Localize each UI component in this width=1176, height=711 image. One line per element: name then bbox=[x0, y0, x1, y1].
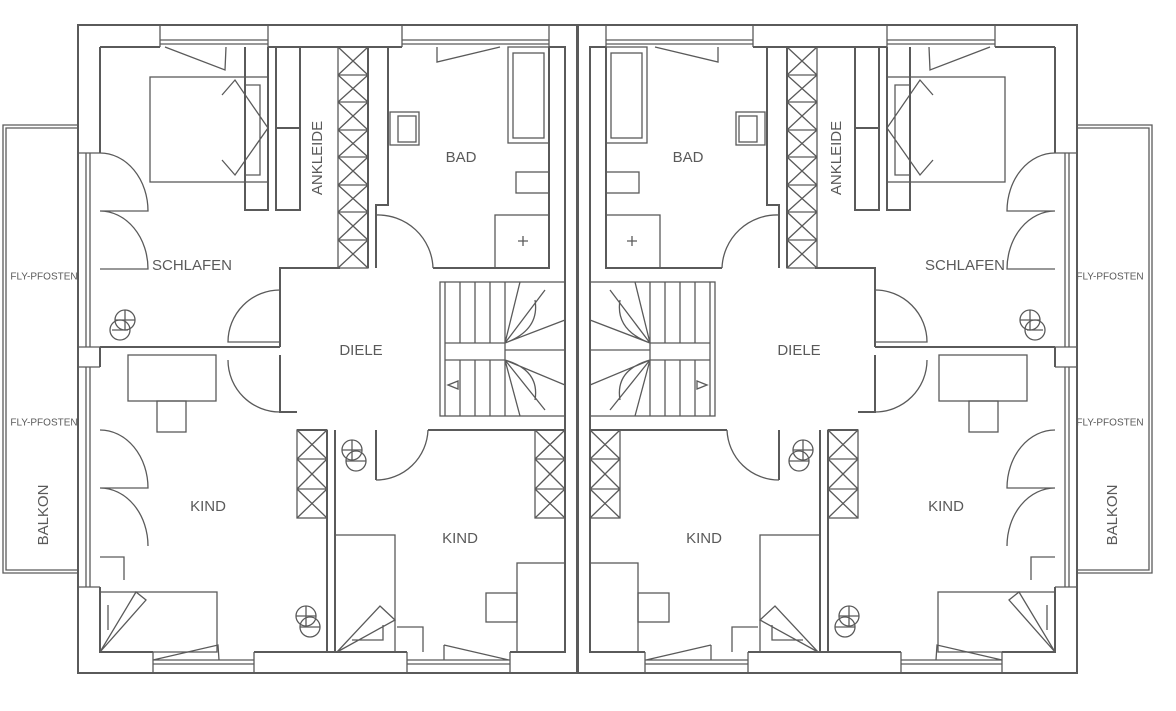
room-label-schlafen: SCHLAFEN bbox=[152, 257, 232, 274]
label-fly-pfosten: FLY-PFOSTEN bbox=[1076, 418, 1143, 429]
room-label-ankleide: ANKLEIDE bbox=[828, 121, 845, 195]
room-label-schlafen: SCHLAFEN bbox=[925, 257, 1005, 274]
room-label-ankleide: ANKLEIDE bbox=[309, 121, 326, 195]
room-label-kind: KIND bbox=[190, 498, 226, 515]
label-fly-pfosten: FLY-PFOSTEN bbox=[10, 418, 77, 429]
room-label-diele: DIELE bbox=[777, 342, 820, 359]
room-label-kind: KIND bbox=[442, 530, 478, 547]
room-label-kind: KIND bbox=[928, 498, 964, 515]
room-label-bad: BAD bbox=[673, 149, 704, 166]
room-label-kind: KIND bbox=[686, 530, 722, 547]
label-fly-pfosten: FLY-PFOSTEN bbox=[10, 272, 77, 283]
right-unit bbox=[577, 24, 1153, 674]
room-label-diele: DIELE bbox=[339, 342, 382, 359]
room-label-bad: BAD bbox=[446, 149, 477, 166]
left-unit bbox=[2, 24, 578, 674]
label-balkon: BALKON bbox=[1104, 485, 1121, 546]
label-fly-pfosten: FLY-PFOSTEN bbox=[1076, 272, 1143, 283]
label-balkon: BALKON bbox=[35, 485, 52, 546]
